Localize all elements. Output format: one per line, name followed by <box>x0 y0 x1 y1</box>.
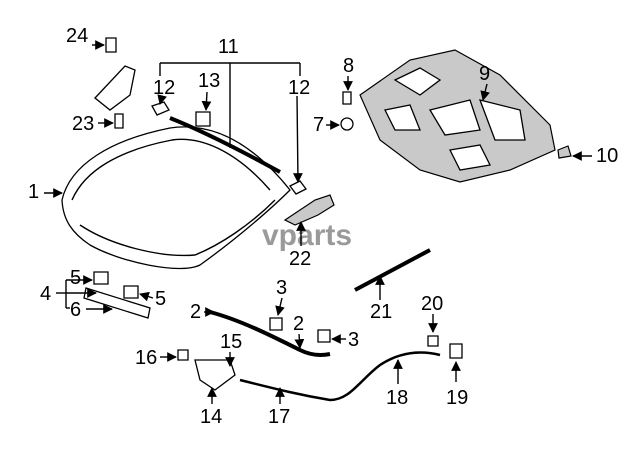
callout-3-upper: 3 <box>276 277 287 299</box>
callout-24: 24 <box>66 25 88 47</box>
hood-hinge <box>283 194 335 226</box>
callout-13: 13 <box>198 70 220 92</box>
callout-20: 20 <box>421 293 443 315</box>
callout-4: 4 <box>40 283 51 305</box>
callout-12-right: 12 <box>288 77 310 99</box>
callout-19: 19 <box>446 387 468 409</box>
weatherstrip <box>169 116 281 174</box>
callout-9: 9 <box>479 63 490 85</box>
hood-latch <box>194 359 236 391</box>
clip-5a <box>93 271 109 285</box>
lift-support <box>354 248 431 292</box>
clip-5b <box>123 285 139 299</box>
callout-7: 7 <box>313 114 324 136</box>
bolt-16 <box>177 349 189 361</box>
clip-3a <box>269 317 283 331</box>
callouts: 1 24 23 11 12 12 13 22 8 7 9 10 4 5 <box>28 25 618 428</box>
seal <box>209 310 331 357</box>
callout-23: 23 <box>72 113 94 135</box>
bumper-stop-right <box>289 180 307 195</box>
clip-3b <box>317 329 331 343</box>
clip-7 <box>340 117 354 131</box>
hood-insulator <box>359 49 556 183</box>
callout-3-lower: 3 <box>348 329 359 351</box>
callout-1: 1 <box>28 181 39 203</box>
callout-17: 17 <box>268 406 290 428</box>
callout-5-left: 5 <box>70 267 81 289</box>
watermark-logo: vparts <box>262 219 352 252</box>
callout-18: 18 <box>386 387 408 409</box>
callout-14: 14 <box>200 406 222 428</box>
release-handle <box>449 343 463 359</box>
hood-panel <box>61 126 291 270</box>
clip-10 <box>557 145 572 159</box>
callout-2-right: 2 <box>293 313 304 335</box>
callout-2-left: 2 <box>190 301 201 323</box>
bracket <box>94 65 136 111</box>
bolt-20 <box>427 335 439 347</box>
callout-22: 22 <box>289 248 311 270</box>
bolt-23 <box>114 113 124 129</box>
clip-8 <box>342 91 352 105</box>
callout-10: 10 <box>596 145 618 167</box>
callout-16: 16 <box>135 347 157 369</box>
callout-8: 8 <box>343 55 354 77</box>
release-cable <box>239 351 441 402</box>
callout-21: 21 <box>370 301 392 323</box>
callout-5-right: 5 <box>155 288 166 310</box>
molding <box>83 287 151 319</box>
callout-15: 15 <box>220 331 242 353</box>
clip-13 <box>195 111 211 127</box>
callout-11: 11 <box>218 36 239 58</box>
bolt-24 <box>105 37 117 53</box>
callout-6: 6 <box>70 299 81 321</box>
callout-12-left: 12 <box>153 77 175 99</box>
